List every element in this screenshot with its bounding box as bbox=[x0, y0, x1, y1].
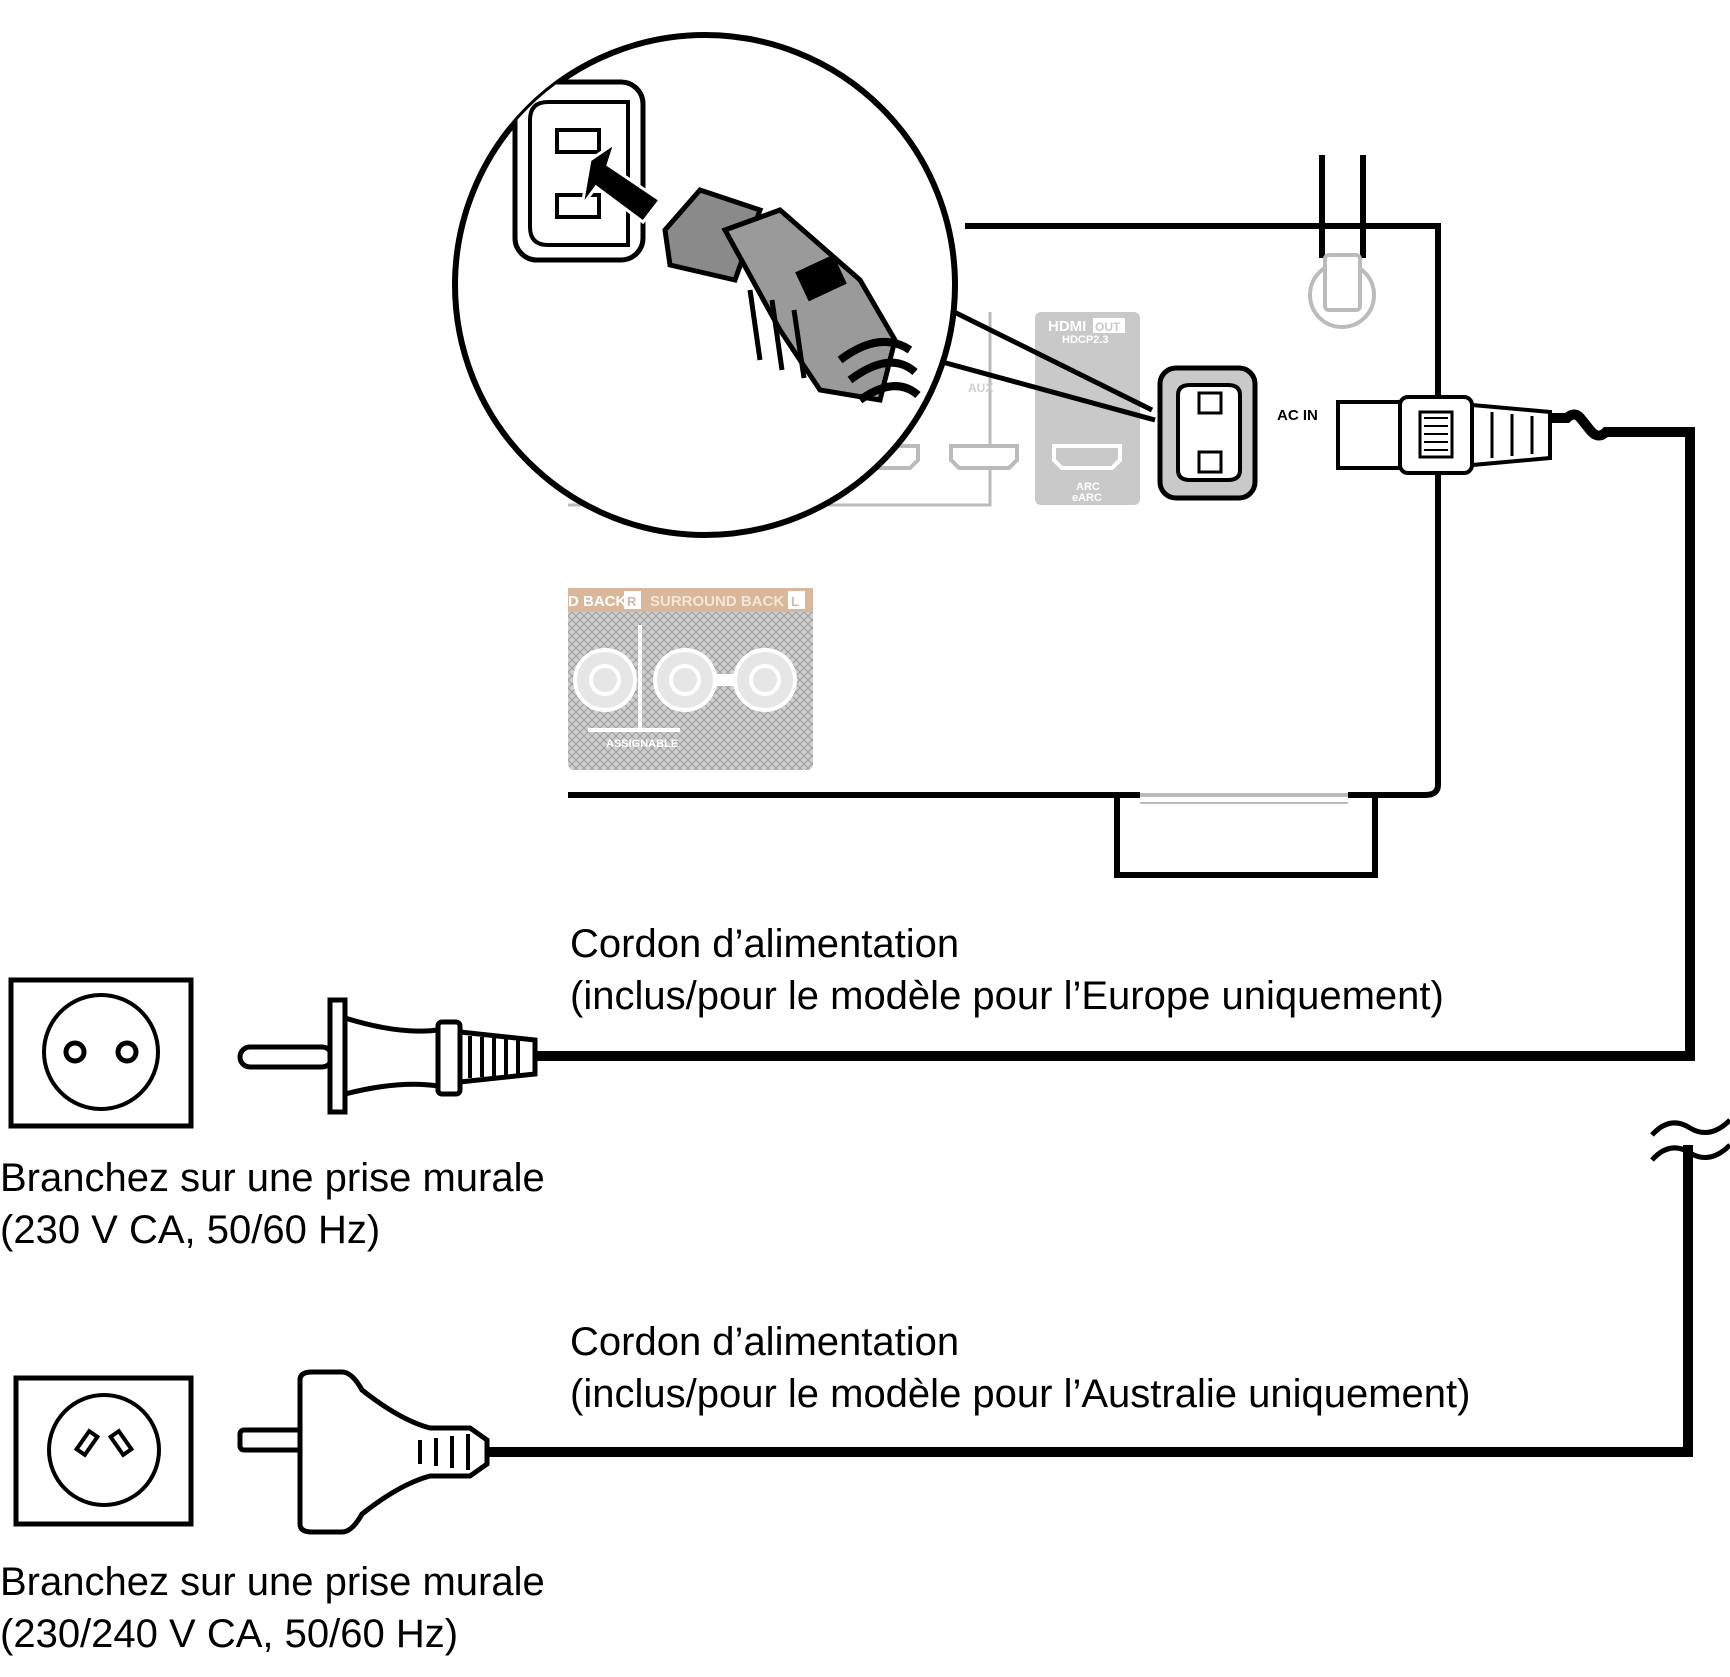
zoom-detail bbox=[452, 32, 1156, 538]
speaker-label-right: SURROUND BACK bbox=[650, 593, 784, 610]
ac-in-label: AC IN bbox=[1277, 407, 1318, 424]
speaker-label-left: D BACK bbox=[568, 593, 626, 610]
hdcp-label: HDCP2.3 bbox=[1062, 334, 1108, 346]
europe-cord-subtitle: (inclus/pour le modèle pour l’Europe uni… bbox=[570, 974, 1444, 1018]
australia-cord-subtitle: (inclus/pour le modèle pour l’Australie … bbox=[570, 1372, 1471, 1416]
earc-label: eARC bbox=[1072, 492, 1102, 504]
assignable-label: ASSIGNABLE bbox=[606, 738, 678, 750]
australia-cord-title: Cordon d’alimentation bbox=[570, 1320, 960, 1364]
australia-outlet-icon bbox=[13, 1375, 194, 1527]
aux-label: AUX bbox=[968, 381, 993, 395]
iec-plug-zoom bbox=[662, 187, 921, 404]
europe-outlet-icon bbox=[8, 977, 194, 1129]
out-badge: OUT bbox=[1095, 320, 1121, 334]
insert-arrow-icon bbox=[580, 139, 663, 225]
europe-plug-icon bbox=[237, 997, 538, 1115]
speaker-badge-r: R bbox=[627, 594, 637, 609]
speaker-badge-l: L bbox=[791, 594, 799, 609]
australia-outlet-line2: (230/240 V CA, 50/60 Hz) bbox=[0, 1612, 459, 1656]
iec-connector bbox=[1336, 395, 1552, 475]
antenna-icon bbox=[1308, 155, 1376, 329]
hdmi-port-icon bbox=[949, 444, 1019, 470]
europe-cord-title: Cordon d’alimentation bbox=[570, 922, 960, 966]
europe-outlet-line1: Branchez sur une prise murale bbox=[0, 1156, 545, 1200]
arc-label: ARC bbox=[1076, 481, 1100, 493]
speaker-terminal-block: D BACK R SURROUND BACK L ASSIGNABLE bbox=[568, 588, 813, 770]
hdmi-label: HDMI bbox=[1048, 318, 1086, 335]
power-cord-lines bbox=[487, 409, 1730, 1457]
hdmi-arc-port-icon bbox=[1052, 444, 1122, 470]
australia-outlet-line1: Branchez sur une prise murale bbox=[0, 1560, 545, 1604]
speaker-terminal-icon bbox=[653, 648, 717, 712]
speaker-terminal-icon bbox=[733, 648, 797, 712]
ac-inlet bbox=[1157, 365, 1258, 501]
australia-plug-icon bbox=[237, 1369, 490, 1535]
europe-outlet-line2: (230 V CA, 50/60 Hz) bbox=[0, 1208, 381, 1252]
speaker-terminal-icon bbox=[573, 648, 637, 712]
